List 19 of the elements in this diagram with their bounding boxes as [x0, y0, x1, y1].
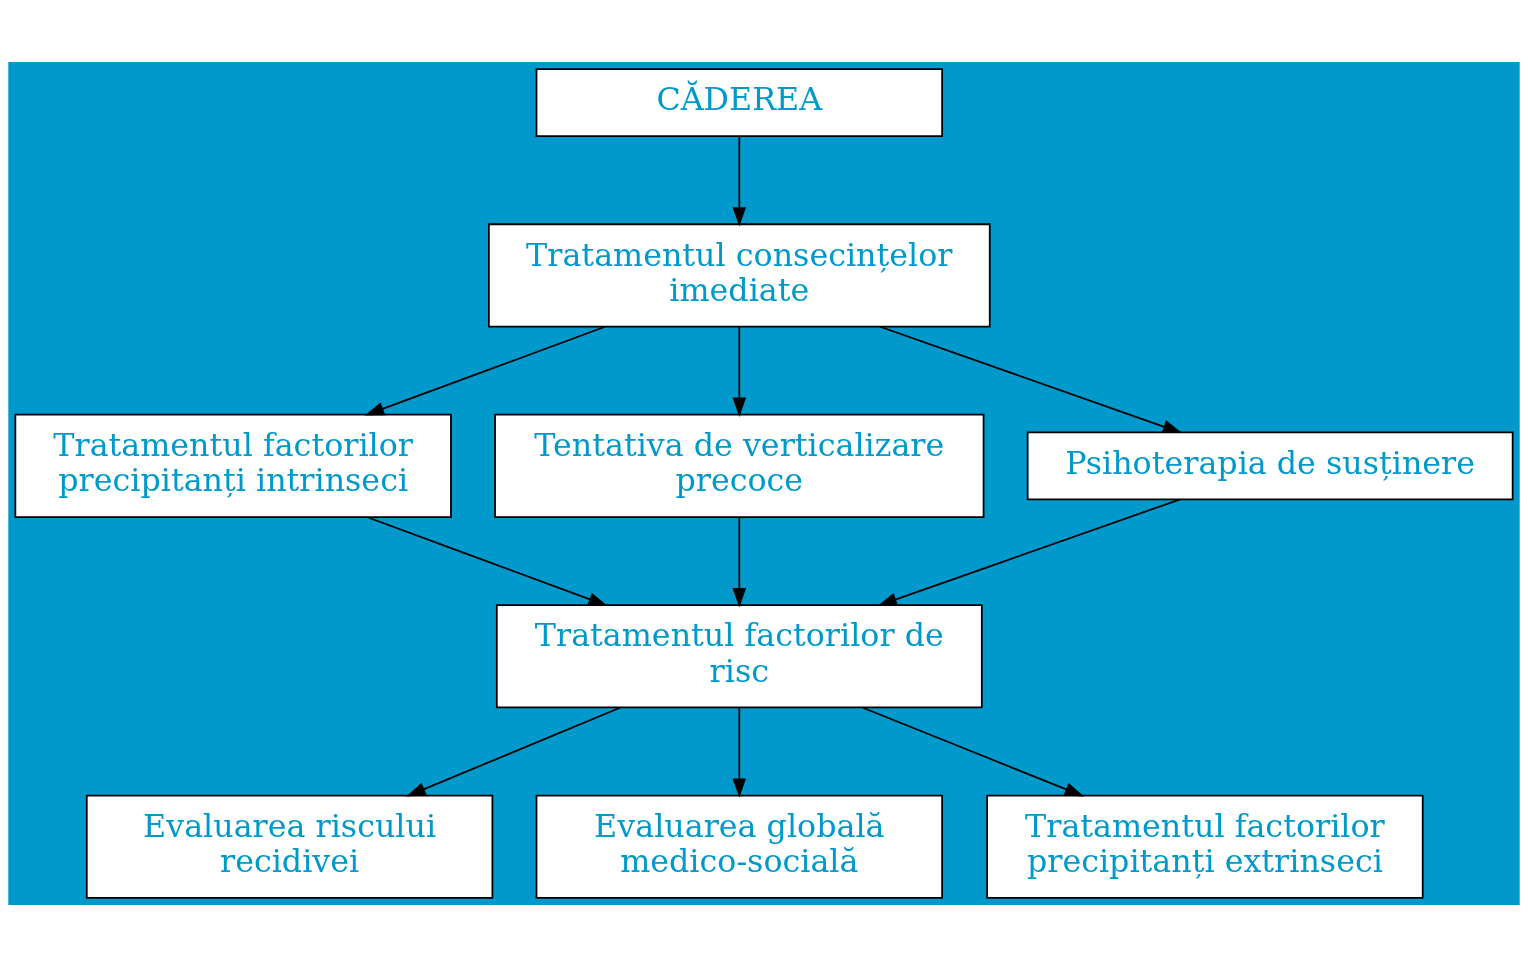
- arrow: [406, 706, 621, 797]
- node-box: Tratamentul factorilor precipitanți intrinseci: [14, 413, 452, 518]
- node-box: Tentativa de verticalizare precoce: [494, 413, 985, 518]
- node-box: Psihoterapia de susținere: [1026, 431, 1514, 501]
- node-box: Tratamentul factorilor de risc: [495, 604, 983, 709]
- arrow: [732, 706, 747, 798]
- node-box: CĂDEREA: [535, 68, 943, 137]
- node-box: Evaluarea globală medico-socială: [535, 794, 943, 899]
- arrow: [732, 135, 747, 227]
- node-box: Tratamentul consecințelor imediate: [488, 223, 991, 328]
- arrow: [364, 325, 606, 416]
- arrow: [732, 325, 747, 417]
- arrow: [879, 325, 1183, 434]
- arrow: [861, 706, 1085, 797]
- node-box: Evaluarea riscului recidivei: [85, 794, 494, 899]
- arrow: [877, 498, 1181, 606]
- arrow: [732, 516, 747, 608]
- node-box: Tratamentul factorilor precipitanți extrinseci: [986, 794, 1424, 899]
- arrow: [366, 516, 608, 606]
